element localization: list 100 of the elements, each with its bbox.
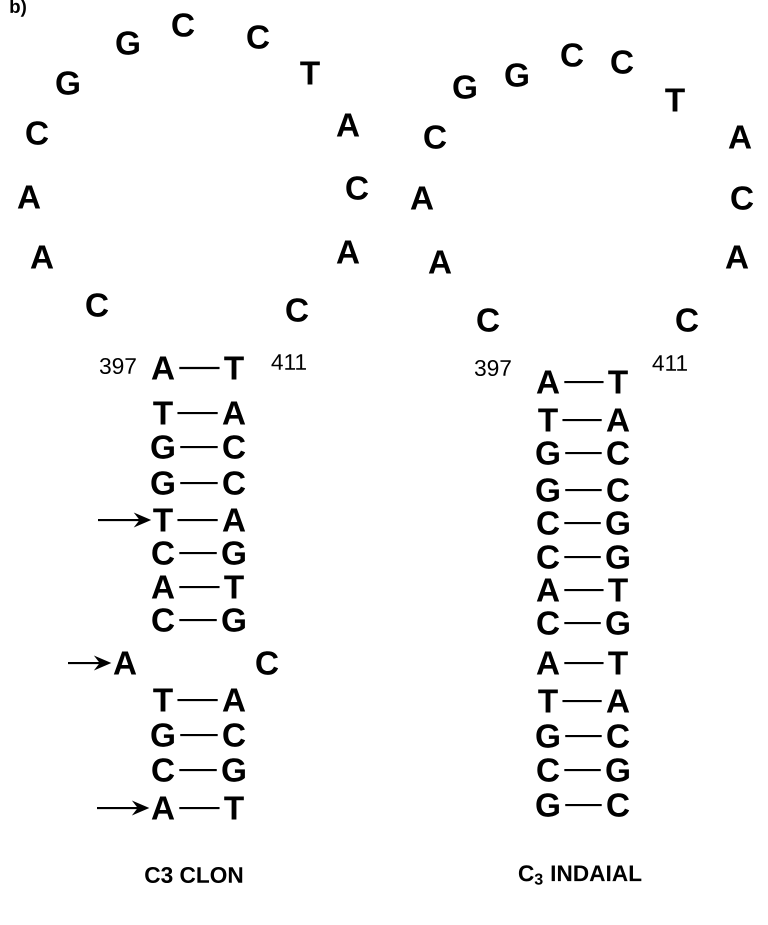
nucleotide-letter: A bbox=[606, 690, 630, 712]
position-number: 397 bbox=[100, 358, 136, 374]
base-pair-line bbox=[180, 482, 218, 484]
base-pair-line bbox=[180, 446, 218, 448]
base-pair-line bbox=[564, 768, 601, 772]
position-number: 397 bbox=[474, 360, 511, 376]
nucleotide-letter: G bbox=[606, 511, 629, 535]
nucleotide-letter: C bbox=[223, 435, 246, 459]
nucleotide-letter: A bbox=[536, 652, 560, 674]
base-pair-line bbox=[179, 768, 217, 772]
nucleotide-letter: A bbox=[428, 250, 452, 274]
nucleotide-letter: C bbox=[607, 478, 630, 502]
base-pair-line bbox=[179, 618, 217, 622]
position-number: 411 bbox=[271, 354, 306, 370]
base-pair-line bbox=[565, 734, 602, 738]
nucleotide-letter: C bbox=[86, 293, 108, 317]
base-pair-line bbox=[562, 700, 602, 702]
nucleotide-letter: T bbox=[153, 402, 173, 424]
nucleotide-letter: A bbox=[336, 240, 360, 264]
nucleotide-letter: G bbox=[222, 541, 245, 565]
nucleotide-letter: G bbox=[453, 75, 476, 99]
base-pair-line bbox=[564, 662, 604, 664]
nucleotide-letter: C bbox=[607, 793, 630, 817]
nucleotide-letter: G bbox=[222, 758, 245, 782]
nucleotide-letter: T bbox=[153, 688, 173, 712]
nucleotide-letter: C bbox=[152, 608, 174, 632]
nucleotide-letter: G bbox=[606, 611, 629, 635]
nucleotide-letter: T bbox=[665, 88, 685, 112]
nucleotide-letter: G bbox=[151, 435, 174, 459]
base-pair-line bbox=[565, 452, 602, 454]
nucleotide-letter: A bbox=[606, 408, 630, 432]
nucleotide-letter: G bbox=[536, 793, 559, 817]
nucleotide-letter: C bbox=[611, 50, 634, 74]
base-pair-line bbox=[177, 518, 218, 522]
nucleotide-letter: A bbox=[728, 126, 752, 148]
nucleotide-letter: A bbox=[222, 688, 246, 712]
nucleotide-letter: C bbox=[537, 511, 560, 535]
nucleotide-letter: T bbox=[224, 356, 244, 380]
nucleotide-letter: C bbox=[247, 25, 270, 49]
nucleotide-letter: C bbox=[607, 724, 630, 748]
nucleotide-letter: A bbox=[222, 402, 246, 424]
base-pair-line bbox=[564, 556, 601, 558]
structure-caption: C$_{3}$ INDAIAL bbox=[518, 865, 642, 885]
nucleotide-letter: T bbox=[153, 508, 173, 532]
nucleotide-letter: C bbox=[537, 545, 560, 569]
nucleotide-letter: T bbox=[538, 690, 558, 712]
nucleotide-letter: C bbox=[731, 186, 754, 210]
nucleotide-letter: G bbox=[222, 608, 245, 632]
base-pair-line bbox=[564, 588, 604, 592]
nucleotide-letter: A bbox=[114, 652, 136, 674]
nucleotide-letter: A bbox=[152, 356, 174, 380]
nucleotide-letter: C bbox=[607, 441, 630, 465]
nucleotide-letter: C bbox=[152, 758, 174, 782]
base-pair-line bbox=[179, 552, 217, 554]
nucleotide-letter: T bbox=[608, 652, 628, 674]
nucleotide-letter: A bbox=[536, 370, 560, 394]
nucleotide-letter: T bbox=[608, 370, 628, 394]
base-pair-line bbox=[179, 586, 220, 588]
nucleotide-letter: C bbox=[152, 541, 174, 565]
base-pair-line bbox=[179, 366, 220, 370]
nucleotide-letter: G bbox=[505, 63, 528, 87]
nucleotide-letter: T bbox=[224, 796, 244, 820]
nucleotide-letter: T bbox=[608, 578, 628, 602]
position-number: 411 bbox=[652, 355, 687, 371]
nucleotide-letter: A bbox=[30, 246, 54, 268]
nucleotide-letter: C bbox=[537, 611, 560, 635]
nucleotide-letter: G bbox=[606, 758, 629, 782]
nucleotide-letter: C bbox=[26, 121, 48, 145]
nucleotide-letter: C bbox=[223, 723, 246, 747]
nucleotide-letter: C bbox=[223, 471, 246, 495]
base-pair-line bbox=[564, 622, 601, 624]
structure-caption: C3 CLON bbox=[145, 866, 242, 884]
base-pair-line bbox=[177, 698, 218, 702]
nucleotide-letter: G bbox=[536, 724, 559, 748]
nucleotide-letter: C bbox=[256, 651, 278, 675]
nucleotide-letter: A bbox=[222, 508, 246, 532]
nucleotide-letter: T bbox=[300, 62, 320, 84]
nucleotide-letter: G bbox=[536, 478, 559, 502]
nucleotide-letter: C bbox=[676, 308, 698, 332]
nucleotide-letter: A bbox=[18, 186, 40, 208]
nucleotide-letter: G bbox=[151, 723, 174, 747]
nucleotide-letter: T bbox=[538, 408, 558, 432]
nucleotide-letter: C bbox=[537, 758, 560, 782]
base-pair-line bbox=[565, 804, 602, 806]
nucleotide-letter: C bbox=[286, 298, 308, 322]
nucleotide-letter: A bbox=[410, 186, 434, 210]
nucleotide-letter: A bbox=[152, 576, 174, 598]
nucleotide-letter: C bbox=[172, 13, 194, 37]
base-pair-line bbox=[562, 418, 602, 422]
base-pair-line bbox=[177, 412, 218, 414]
nucleotide-letter: A bbox=[726, 246, 748, 268]
nucleotide-letter: G bbox=[56, 71, 79, 95]
nucleotide-letter: A bbox=[536, 578, 560, 602]
base-pair-line bbox=[564, 380, 604, 384]
nucleotide-letter: C bbox=[424, 125, 446, 149]
nucleotide-letter: T bbox=[224, 576, 244, 598]
nucleotide-letter: C bbox=[477, 308, 500, 332]
base-pair-line bbox=[179, 806, 220, 810]
nucleotide-letter: G bbox=[116, 31, 139, 55]
nucleotide-letter: G bbox=[606, 545, 629, 569]
